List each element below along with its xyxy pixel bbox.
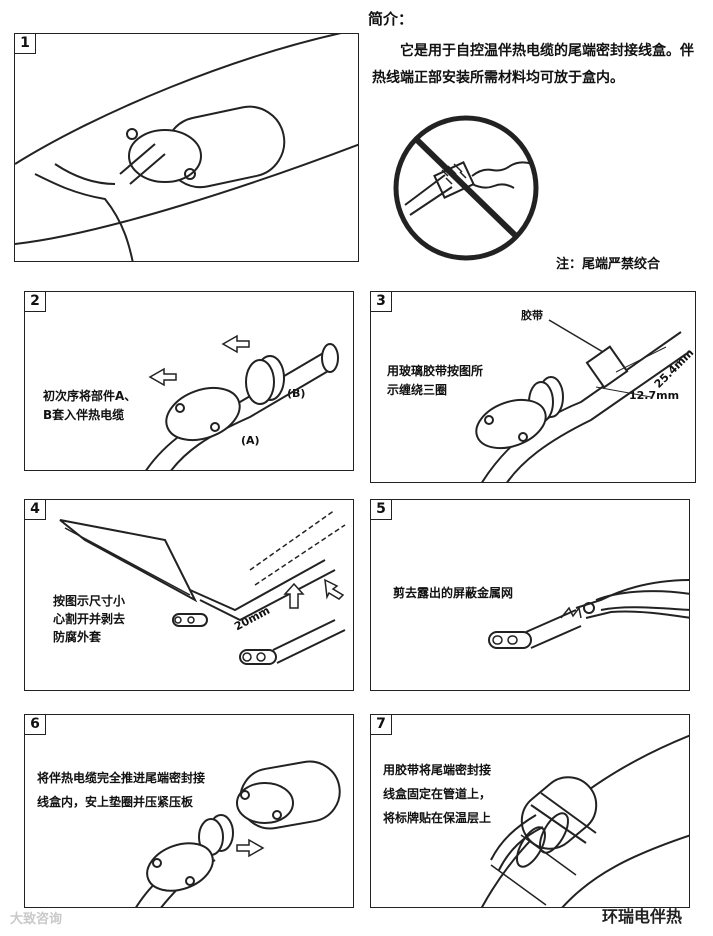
step-7-panel: 7 用胶带将尾端密封接 线盒固定在管道上， 将标牌贴在保温层上 <box>370 714 690 908</box>
intro-text: 它是用于自控温伴热电缆的尾端密封接线盒。伴热线端正部安装所需材料均可放于盒内。 <box>372 38 702 92</box>
watermark-left: 大致咨询 <box>10 908 62 927</box>
step-1-panel: 1 <box>14 33 359 262</box>
step-5-illustration <box>371 500 690 691</box>
step-3-illustration <box>371 292 696 483</box>
watermark-right: 环瑞电伴热 <box>602 903 682 927</box>
step-3-panel: 3 用玻璃胶带按图所 示缠绕三圈 胶带 25.4mm 12.7mm <box>370 291 696 483</box>
step-6-panel: 6 将伴热电缆完全推进尾端密封接 线盒内，安上垫圈并压紧压板 <box>24 714 354 908</box>
twist-warning-note: 注：尾端严禁绞合 <box>556 253 660 272</box>
step-1-illustration <box>15 34 359 262</box>
intro-title: 简介： <box>368 8 413 29</box>
step-6-illustration <box>25 715 354 908</box>
step-2-illustration <box>25 292 354 471</box>
step-7-illustration <box>371 715 690 908</box>
step-2-panel: 2 初次序将部件A、 B套入伴热电缆 (A) (B) <box>24 291 354 471</box>
step-5-panel: 5 剪去露出的屏蔽金属网 <box>370 499 690 691</box>
step-4-illustration <box>25 500 354 691</box>
step-4-panel: 4 按图示尺寸小 心割开并剥去 防腐外套 20mm <box>24 499 354 691</box>
